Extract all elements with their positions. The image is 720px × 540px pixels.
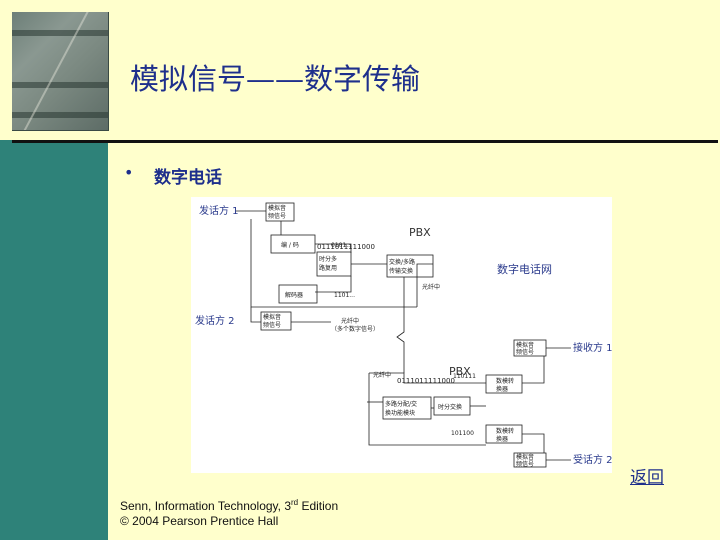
svg-text:110111: 110111: [453, 373, 476, 380]
svg-text:交换/多路: 交换/多路: [389, 258, 415, 266]
receiver-2-label: 受话方 2: [573, 453, 612, 466]
svg-text:光纤中: 光纤中: [341, 317, 359, 325]
left2-box: [260, 311, 292, 331]
receiver-1-label: 接收方 1: [573, 341, 612, 354]
svg-text:编 / 码: 编 / 码: [281, 241, 299, 249]
svg-text:频信号: 频信号: [516, 348, 534, 356]
svg-text:路复用: 路复用: [319, 264, 337, 272]
svg-text:101100: 101100: [451, 430, 474, 437]
digital-phone-diagram: 发话方 1 发话方 2 接收方 1 受话方 2 数字电话网 PBX PBX 模拟…: [191, 197, 613, 473]
footer-credit: Senn, Information Technology, 3rd Editio…: [120, 495, 338, 529]
svg-text:频信号: 频信号: [263, 321, 281, 329]
header-image: [12, 12, 109, 131]
slide-title: 模拟信号——数字传输: [130, 62, 421, 96]
diagram-svg: 发话方 1 发话方 2 接收方 1 受话方 2 数字电话网 PBX PBX 模拟…: [195, 202, 613, 468]
svg-text:时分多: 时分多: [319, 255, 337, 263]
top-sender-box: [265, 202, 295, 222]
svg-text:传输交换: 传输交换: [389, 267, 413, 275]
svg-text:解码器: 解码器: [285, 291, 303, 299]
caller-1-label: 发话方 1: [199, 204, 239, 217]
svg-text:模拟音: 模拟音: [263, 313, 281, 321]
svg-text:0101...: 0101...: [331, 242, 352, 249]
sidebar-bar: [0, 140, 108, 540]
svg-text:数模转: 数模转: [496, 377, 514, 385]
footer-line1-a: Senn, Information Technology, 3: [120, 499, 291, 513]
footer-line1-b: Edition: [298, 499, 339, 513]
svg-text:数模转: 数模转: [496, 427, 514, 435]
back-link[interactable]: 返回: [630, 468, 664, 488]
svg-text:模拟音: 模拟音: [516, 341, 534, 349]
svg-text:（多个数字信号）: （多个数字信号）: [331, 325, 379, 333]
svg-text:模拟音: 模拟音: [268, 204, 286, 212]
svg-text:频信号: 频信号: [268, 212, 286, 220]
caller-2-label: 发话方 2: [195, 314, 235, 327]
svg-text:频信号: 频信号: [516, 460, 534, 468]
svg-text:换功能模块: 换功能模块: [385, 409, 415, 417]
footer-line1-sup: rd: [291, 498, 299, 507]
title-divider: [12, 140, 718, 143]
svg-text:多路分配/交: 多路分配/交: [385, 400, 417, 408]
svg-text:0111011111000: 0111011111000: [317, 243, 375, 251]
svg-text:光纤中: 光纤中: [373, 371, 391, 379]
svg-text:换器: 换器: [496, 435, 508, 443]
decoder-box: [278, 284, 318, 304]
bullet-dot-icon: •: [124, 163, 134, 182]
pbx-bottom-label: PBX: [449, 365, 471, 378]
svg-text:换器: 换器: [496, 385, 508, 393]
svg-text:时分交换: 时分交换: [438, 403, 462, 411]
svg-text:0111011111000: 0111011111000: [397, 377, 455, 385]
svg-text:模拟音: 模拟音: [516, 453, 534, 461]
pbx-top-label: PBX: [409, 226, 431, 239]
svg-text:光纤中: 光纤中: [422, 283, 440, 291]
network-label: 数字电话网: [497, 262, 552, 276]
footer-line2: © 2004 Pearson Prentice Hall: [120, 514, 279, 528]
switch-box: [386, 254, 434, 278]
svg-text:1101...: 1101...: [334, 292, 355, 299]
bullet-text: 数字电话: [154, 168, 222, 188]
